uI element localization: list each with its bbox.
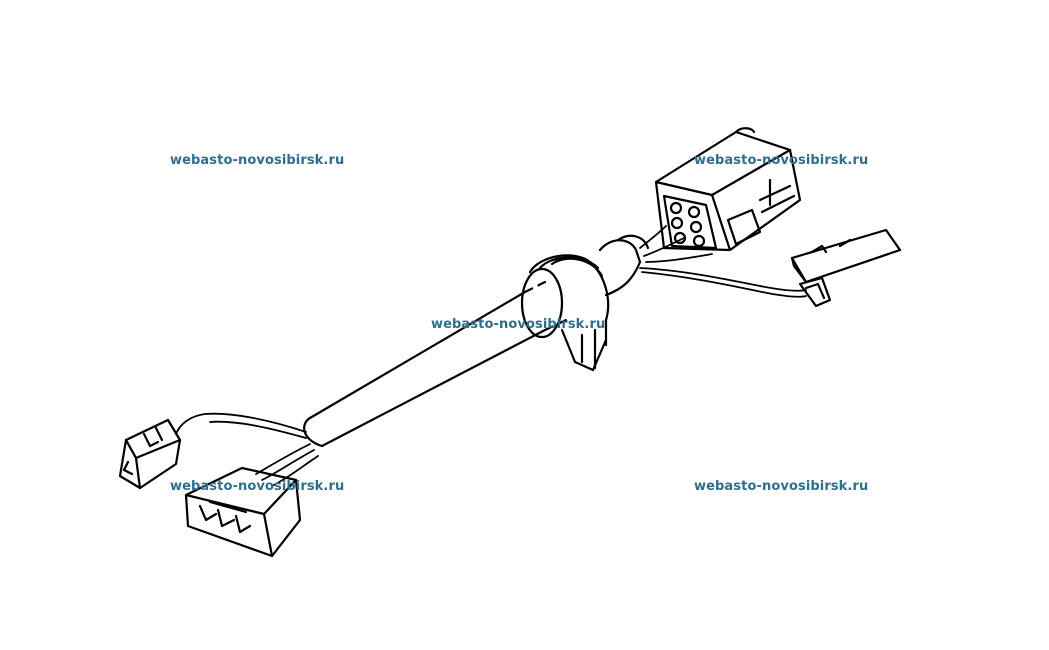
watermark-center: webasto-novosibirsk.ru: [431, 317, 606, 332]
watermark-top-left: webasto-novosibirsk.ru: [170, 153, 345, 168]
watermark-bottom-left: webasto-novosibirsk.ru: [170, 479, 345, 494]
two-pin-connector-right: [790, 228, 902, 308]
watermark-bottom-right: webasto-novosibirsk.ru: [694, 479, 869, 494]
six-pin-connector: [654, 127, 802, 252]
two-pin-connector-left: [118, 418, 182, 490]
upper-wires: [639, 225, 807, 298]
watermark-top-right: webasto-novosibirsk.ru: [694, 153, 869, 168]
grommet-seal: [520, 234, 650, 372]
main-cable: [303, 280, 568, 448]
lower-wires: [175, 412, 319, 487]
block-connector-left: [184, 466, 302, 558]
